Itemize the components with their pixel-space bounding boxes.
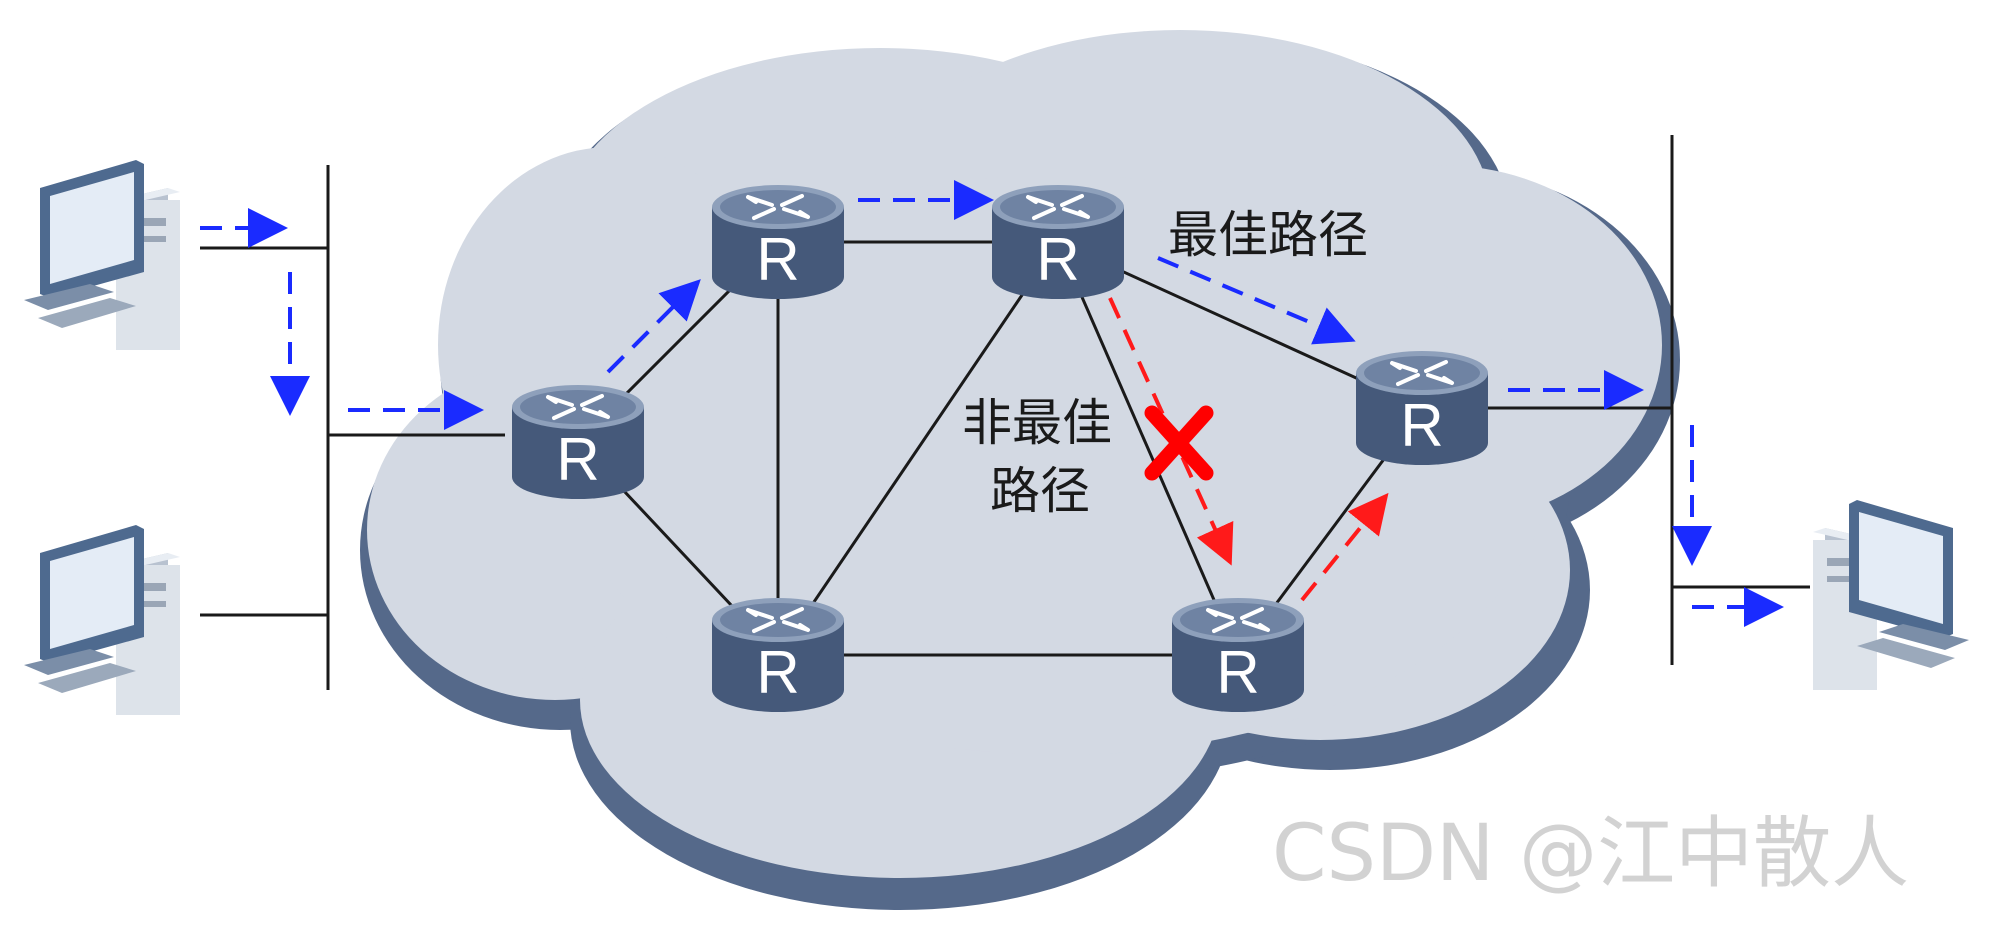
desktop-computer-icon xyxy=(24,525,180,715)
router-label: R xyxy=(556,426,599,493)
router-label: R xyxy=(1036,226,1079,293)
router-icon: R xyxy=(510,383,646,501)
router-icon: R xyxy=(710,596,846,714)
router-label: R xyxy=(1216,639,1259,706)
best-path-arrows xyxy=(200,180,1784,627)
router-icon: R xyxy=(1354,349,1490,467)
router-label: R xyxy=(756,226,799,293)
non-best-path-label-line1: 非最佳 xyxy=(962,394,1112,452)
cross-mark-icon xyxy=(1144,405,1214,481)
router-label: R xyxy=(1400,392,1443,459)
best-path-label: 最佳路径 xyxy=(1168,206,1368,264)
router-icon: R xyxy=(710,183,846,301)
watermark: CSDN @江中散人 xyxy=(1272,809,1909,899)
router-label: R xyxy=(756,639,799,706)
router-icon: R xyxy=(1170,596,1306,714)
router-icon: R xyxy=(990,183,1126,301)
non-best-path-label-line2: 路径 xyxy=(990,462,1090,520)
desktop-computer-icon xyxy=(24,160,180,350)
desktop-computer-icon xyxy=(1813,500,1969,690)
